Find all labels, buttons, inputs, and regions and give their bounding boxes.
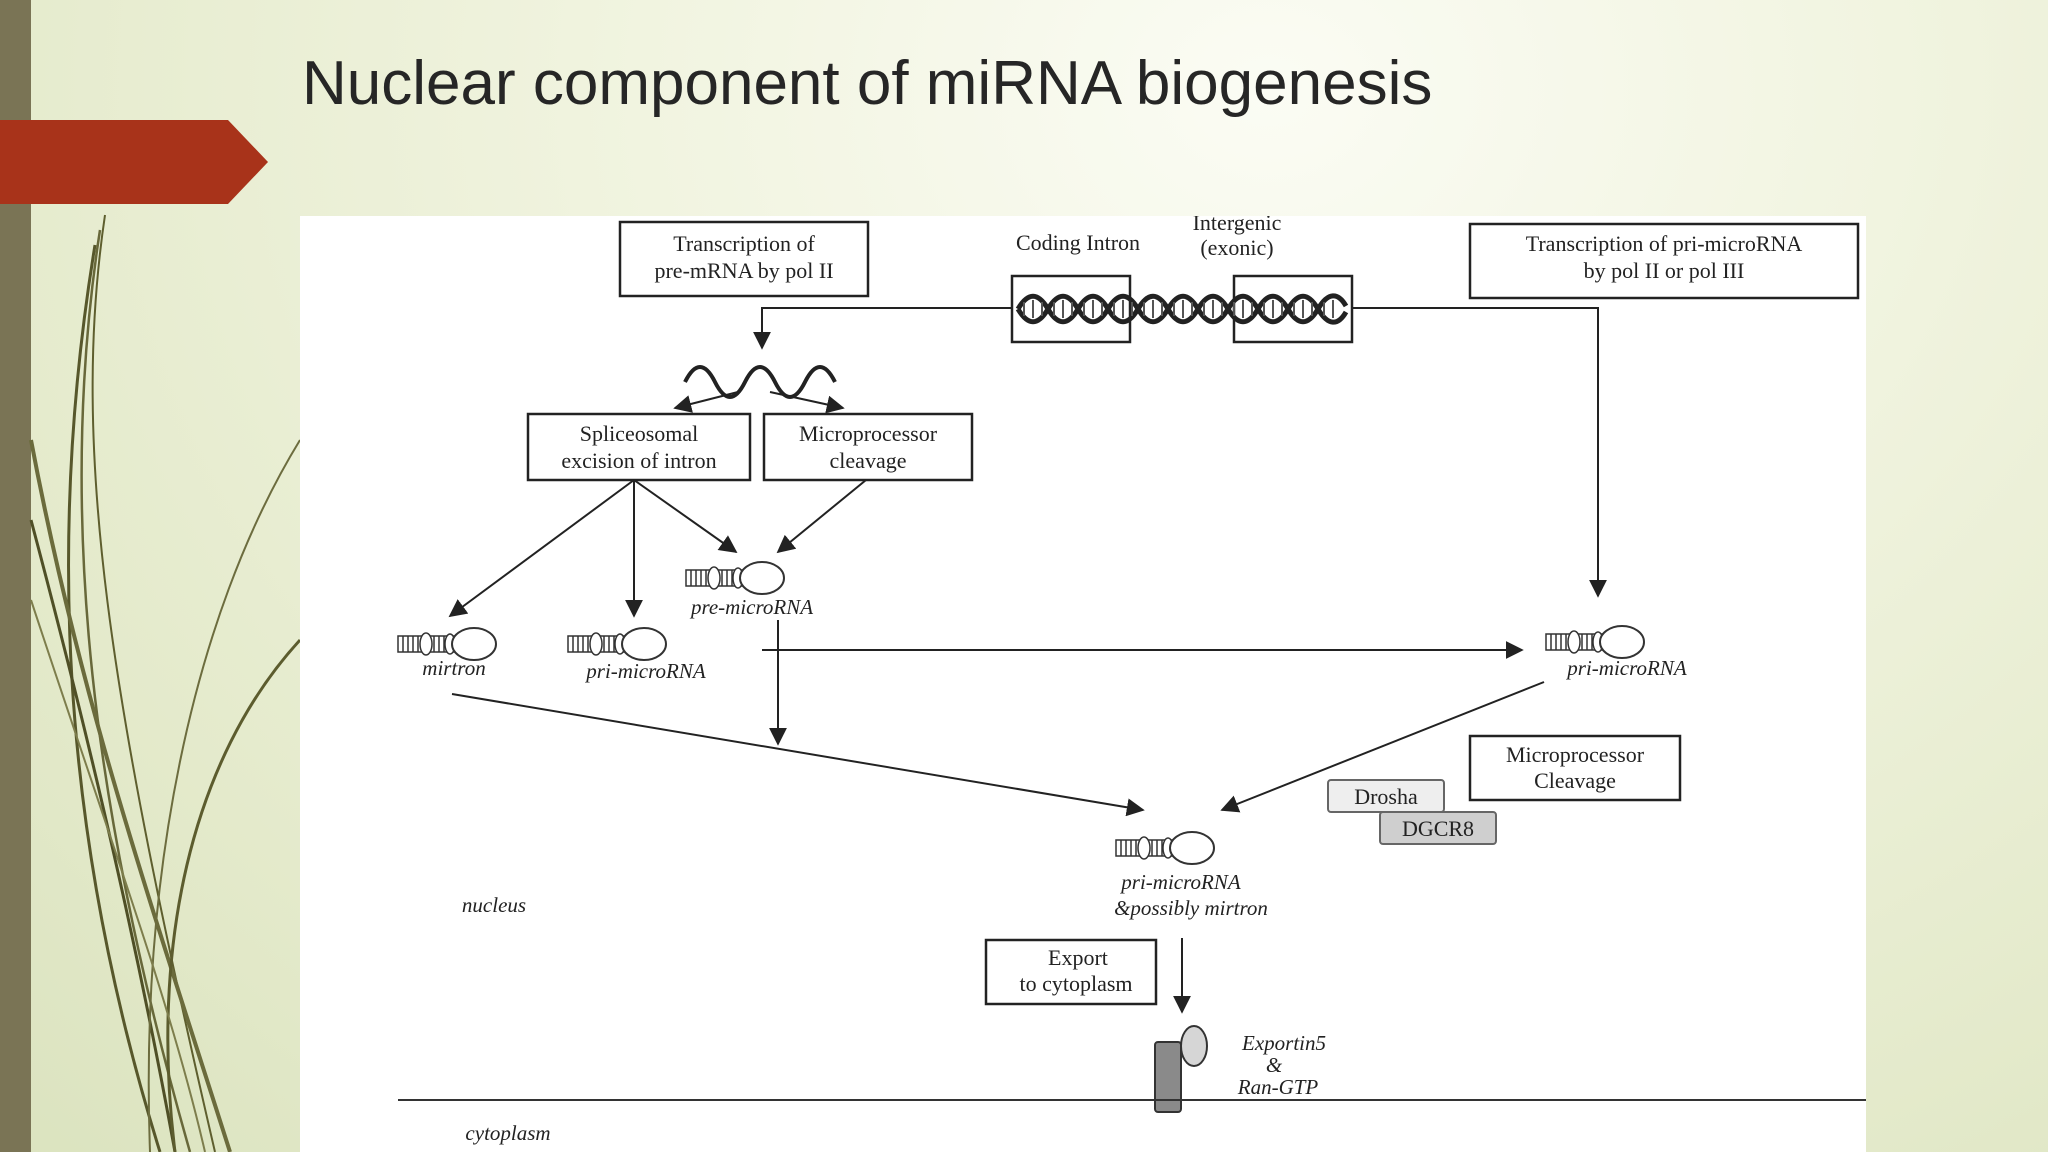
microprocessor-right-line-2: Cleavage [1534, 768, 1616, 793]
transcription-pre-mrna-line-2: pre-mRNA by pol II [654, 258, 833, 283]
arrow-mirtron-to-bottom [451, 693, 1145, 817]
pre-microrna-hairpin-icon [685, 561, 785, 595]
exportin-line-2: & [1266, 1053, 1283, 1077]
cytoplasm-label: cytoplasm [465, 1121, 550, 1145]
transcription-pri-microrna-box: Transcription of pri-microRNA by pol II … [1468, 222, 1860, 300]
pri-microrna-left-hairpin-icon [567, 627, 667, 661]
exportin5-ran-gtp-icon [1154, 1025, 1208, 1113]
exportin-line-3: Ran-GTP [1237, 1075, 1319, 1099]
dgcr8-badge: DGCR8 [1379, 811, 1497, 845]
drosha-badge: Drosha [1327, 779, 1445, 813]
nucleus-label: nucleus [462, 893, 526, 917]
pri-microrna-bottom-hairpin-icon [1115, 831, 1215, 865]
mirtron-label: mirtron [422, 656, 485, 680]
pre-mrna-wave [683, 365, 837, 399]
dna-double-helix [1010, 274, 1354, 344]
pre-microrna-label: pre-microRNA [689, 595, 813, 619]
export-line-1: Export [1048, 945, 1108, 970]
microprocessor-top-line-2: cleavage [830, 448, 907, 473]
exportin-line-1: Exportin5 [1241, 1031, 1326, 1055]
arrow-to-mirtron [448, 479, 635, 618]
pri-microrna-bottom-line-2: &possibly mirtron [1114, 896, 1268, 920]
arrow-to-microprocessor-top [769, 391, 845, 414]
intergenic-label-line-2: (exonic) [1200, 235, 1273, 260]
transcription-pri-microrna-line-1: Transcription of pri-microRNA [1526, 231, 1803, 256]
arrow-dna-to-pri-microrna-right [1352, 307, 1607, 598]
microprocessor-right-line-1: Microprocessor [1506, 742, 1645, 767]
spliceosomal-line-1: Spliceosomal [580, 421, 699, 446]
transcription-pre-mrna-line-1: Transcription of [673, 231, 815, 256]
title-accent-arrow [0, 120, 268, 204]
spliceosomal-line-2: excision of intron [561, 448, 716, 473]
pri-microrna-right-label: pri-microRNA [1565, 656, 1687, 680]
decorative-curves [29, 214, 302, 1152]
pri-microrna-bottom-line-1: pri-microRNA [1119, 870, 1241, 894]
arrow-spliceosomal-to-pre-microrna [633, 479, 738, 554]
mirna-biogenesis-diagram: Transcription of pre-mRNA by pol II Codi… [397, 216, 1866, 1145]
microprocessor-cleavage-box-right: Microprocessor Cleavage [1468, 734, 1682, 802]
diagram-panel: Transcription of pre-mRNA by pol II Codi… [300, 216, 1866, 1152]
slide-title: Nuclear component of miRNA biogenesis [302, 49, 1433, 118]
microprocessor-cleavage-box-top: Microprocessor cleavage [762, 412, 974, 482]
arrow-microprocessor-to-pre-microrna [776, 479, 867, 554]
dgcr8-label: DGCR8 [1402, 816, 1474, 841]
drosha-label: Drosha [1354, 784, 1418, 809]
spliceosomal-excision-box: Spliceosomal excision of intron [526, 412, 752, 482]
microprocessor-top-line-1: Microprocessor [799, 421, 938, 446]
export-line-2: to cytoplasm [1019, 971, 1132, 996]
intergenic-label-line-1: Intergenic [1193, 216, 1282, 235]
transcription-pre-mrna-box: Transcription of pre-mRNA by pol II [618, 220, 870, 298]
arrow-right-to-bottom [1220, 681, 1545, 813]
transcription-pri-microrna-line-2: by pol II or pol III [1584, 258, 1745, 283]
arrow-to-spliceosomal [673, 391, 739, 413]
pri-microrna-right-hairpin-icon [1545, 625, 1645, 659]
arrow-dna-to-pre-mrna [753, 307, 1012, 350]
export-to-cytoplasm-box: Export to cytoplasm [984, 938, 1158, 1006]
coding-intron-label: Coding Intron [1016, 230, 1140, 255]
pri-microrna-left-label: pri-microRNA [584, 659, 706, 683]
